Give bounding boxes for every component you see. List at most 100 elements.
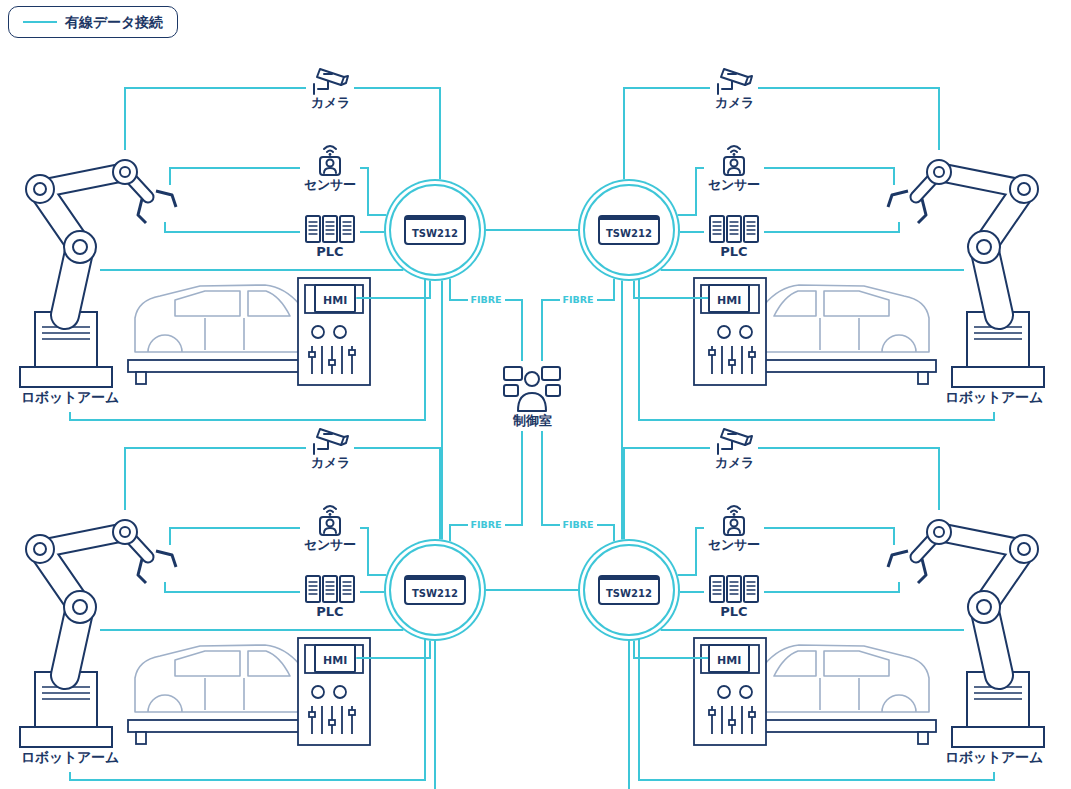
switch-device: TSW212 (598, 215, 660, 245)
node-label: HMI (717, 294, 741, 307)
plc-node: PLC (704, 572, 764, 622)
workcell-art (639, 88, 994, 420)
wired-connection (360, 528, 386, 575)
wired-connection (450, 279, 522, 361)
wired-connection (678, 528, 704, 575)
sensor-icon (720, 143, 748, 177)
robot-arm-figure (924, 127, 1064, 389)
wired-connection (486, 589, 578, 591)
node-label: PLC (316, 604, 343, 620)
node-label: カメラ (715, 95, 754, 111)
node-label: センサー (304, 537, 356, 553)
switch-device: TSW212 (404, 215, 466, 245)
hmi-screen: HMI (708, 284, 750, 313)
outgoing-wire (435, 636, 629, 789)
node-label: センサー (304, 177, 356, 193)
wired-connection (450, 431, 522, 541)
workcell-art (70, 448, 425, 780)
wired-connection (661, 629, 924, 631)
wired-connection (680, 591, 704, 593)
node-label: PLC (720, 244, 747, 260)
plc-node: PLC (300, 212, 360, 262)
node-label: TSW212 (412, 228, 458, 239)
node-label: センサー (708, 537, 760, 553)
wired-connection (542, 431, 614, 541)
plc-icon (708, 214, 760, 244)
wired-connection (486, 229, 578, 231)
sensor-icon (316, 143, 344, 177)
node-label: PLC (720, 604, 747, 620)
node-label: ロボットアーム (19, 389, 121, 406)
plc-icon (708, 574, 760, 604)
robot-arm-figure (0, 127, 140, 389)
robot-arm-figure (924, 487, 1064, 749)
hmi-screen: HMI (314, 284, 356, 313)
sensor-node: センサー (300, 141, 360, 195)
wired-connection (624, 448, 710, 539)
plc-node: PLC (300, 572, 360, 622)
plc-icon (304, 574, 356, 604)
switch-circle: TSW212 (583, 544, 675, 636)
edge-label: FIBRE (560, 294, 597, 306)
wired-connection (634, 641, 708, 658)
camera-node: カメラ (306, 63, 354, 113)
edge-label: FIBRE (468, 294, 505, 306)
control-room-node: 制御室 (498, 361, 566, 431)
wired-connection (621, 281, 623, 540)
wired-connection (441, 281, 443, 540)
node-label: TSW212 (606, 228, 652, 239)
camera-icon (310, 425, 350, 455)
sensor-node: センサー (704, 501, 764, 555)
node-label: ロボットアーム (19, 749, 121, 766)
node-label: TSW212 (412, 588, 458, 599)
node-label: カメラ (715, 455, 754, 471)
wired-connection (354, 448, 440, 539)
wired-connection (356, 281, 430, 298)
camera-icon (714, 65, 754, 95)
node-label: カメラ (311, 95, 350, 111)
sensor-node: センサー (704, 141, 764, 195)
camera-icon (310, 65, 350, 95)
switch-circle: TSW212 (389, 184, 481, 276)
node-label: ロボットアーム (943, 749, 1045, 766)
node-label: ロボットアーム (943, 389, 1045, 406)
node-label: PLC (316, 244, 343, 260)
sensor-icon (720, 503, 748, 537)
wired-connection (140, 269, 403, 271)
legend-text: 有線データ接続 (65, 13, 163, 31)
camera-node: カメラ (306, 423, 354, 473)
wired-connection (360, 168, 386, 215)
workcell-art (70, 88, 425, 420)
robot-arm-figure (0, 487, 140, 749)
wired-connection (634, 281, 708, 298)
node-label: 制御室 (513, 413, 552, 429)
switch-circle: TSW212 (583, 184, 675, 276)
wired-connection (542, 279, 614, 361)
node-label: TSW212 (606, 588, 652, 599)
wired-connection (360, 591, 384, 593)
switch-device: TSW212 (598, 575, 660, 605)
node-label: カメラ (311, 455, 350, 471)
plc-icon (304, 214, 356, 244)
node-label: センサー (708, 177, 760, 193)
robot-arm-node: ロボットアーム (924, 127, 1064, 406)
hmi-screen: HMI (314, 644, 356, 673)
sensor-node: センサー (300, 501, 360, 555)
wired-connection (661, 269, 924, 271)
camera-node: カメラ (710, 423, 758, 473)
sensor-icon (316, 503, 344, 537)
node-label: HMI (323, 294, 347, 307)
node-label: HMI (323, 654, 347, 667)
wired-connection (680, 231, 704, 233)
camera-node: カメラ (710, 63, 758, 113)
wired-connection (140, 629, 403, 631)
legend: 有線データ接続 (8, 6, 178, 38)
plc-node: PLC (704, 212, 764, 262)
wired-connection (360, 231, 384, 233)
edge-label: FIBRE (560, 519, 597, 531)
hmi-screen: HMI (708, 644, 750, 673)
wired-connection (678, 168, 704, 215)
switch-circle: TSW212 (389, 544, 481, 636)
